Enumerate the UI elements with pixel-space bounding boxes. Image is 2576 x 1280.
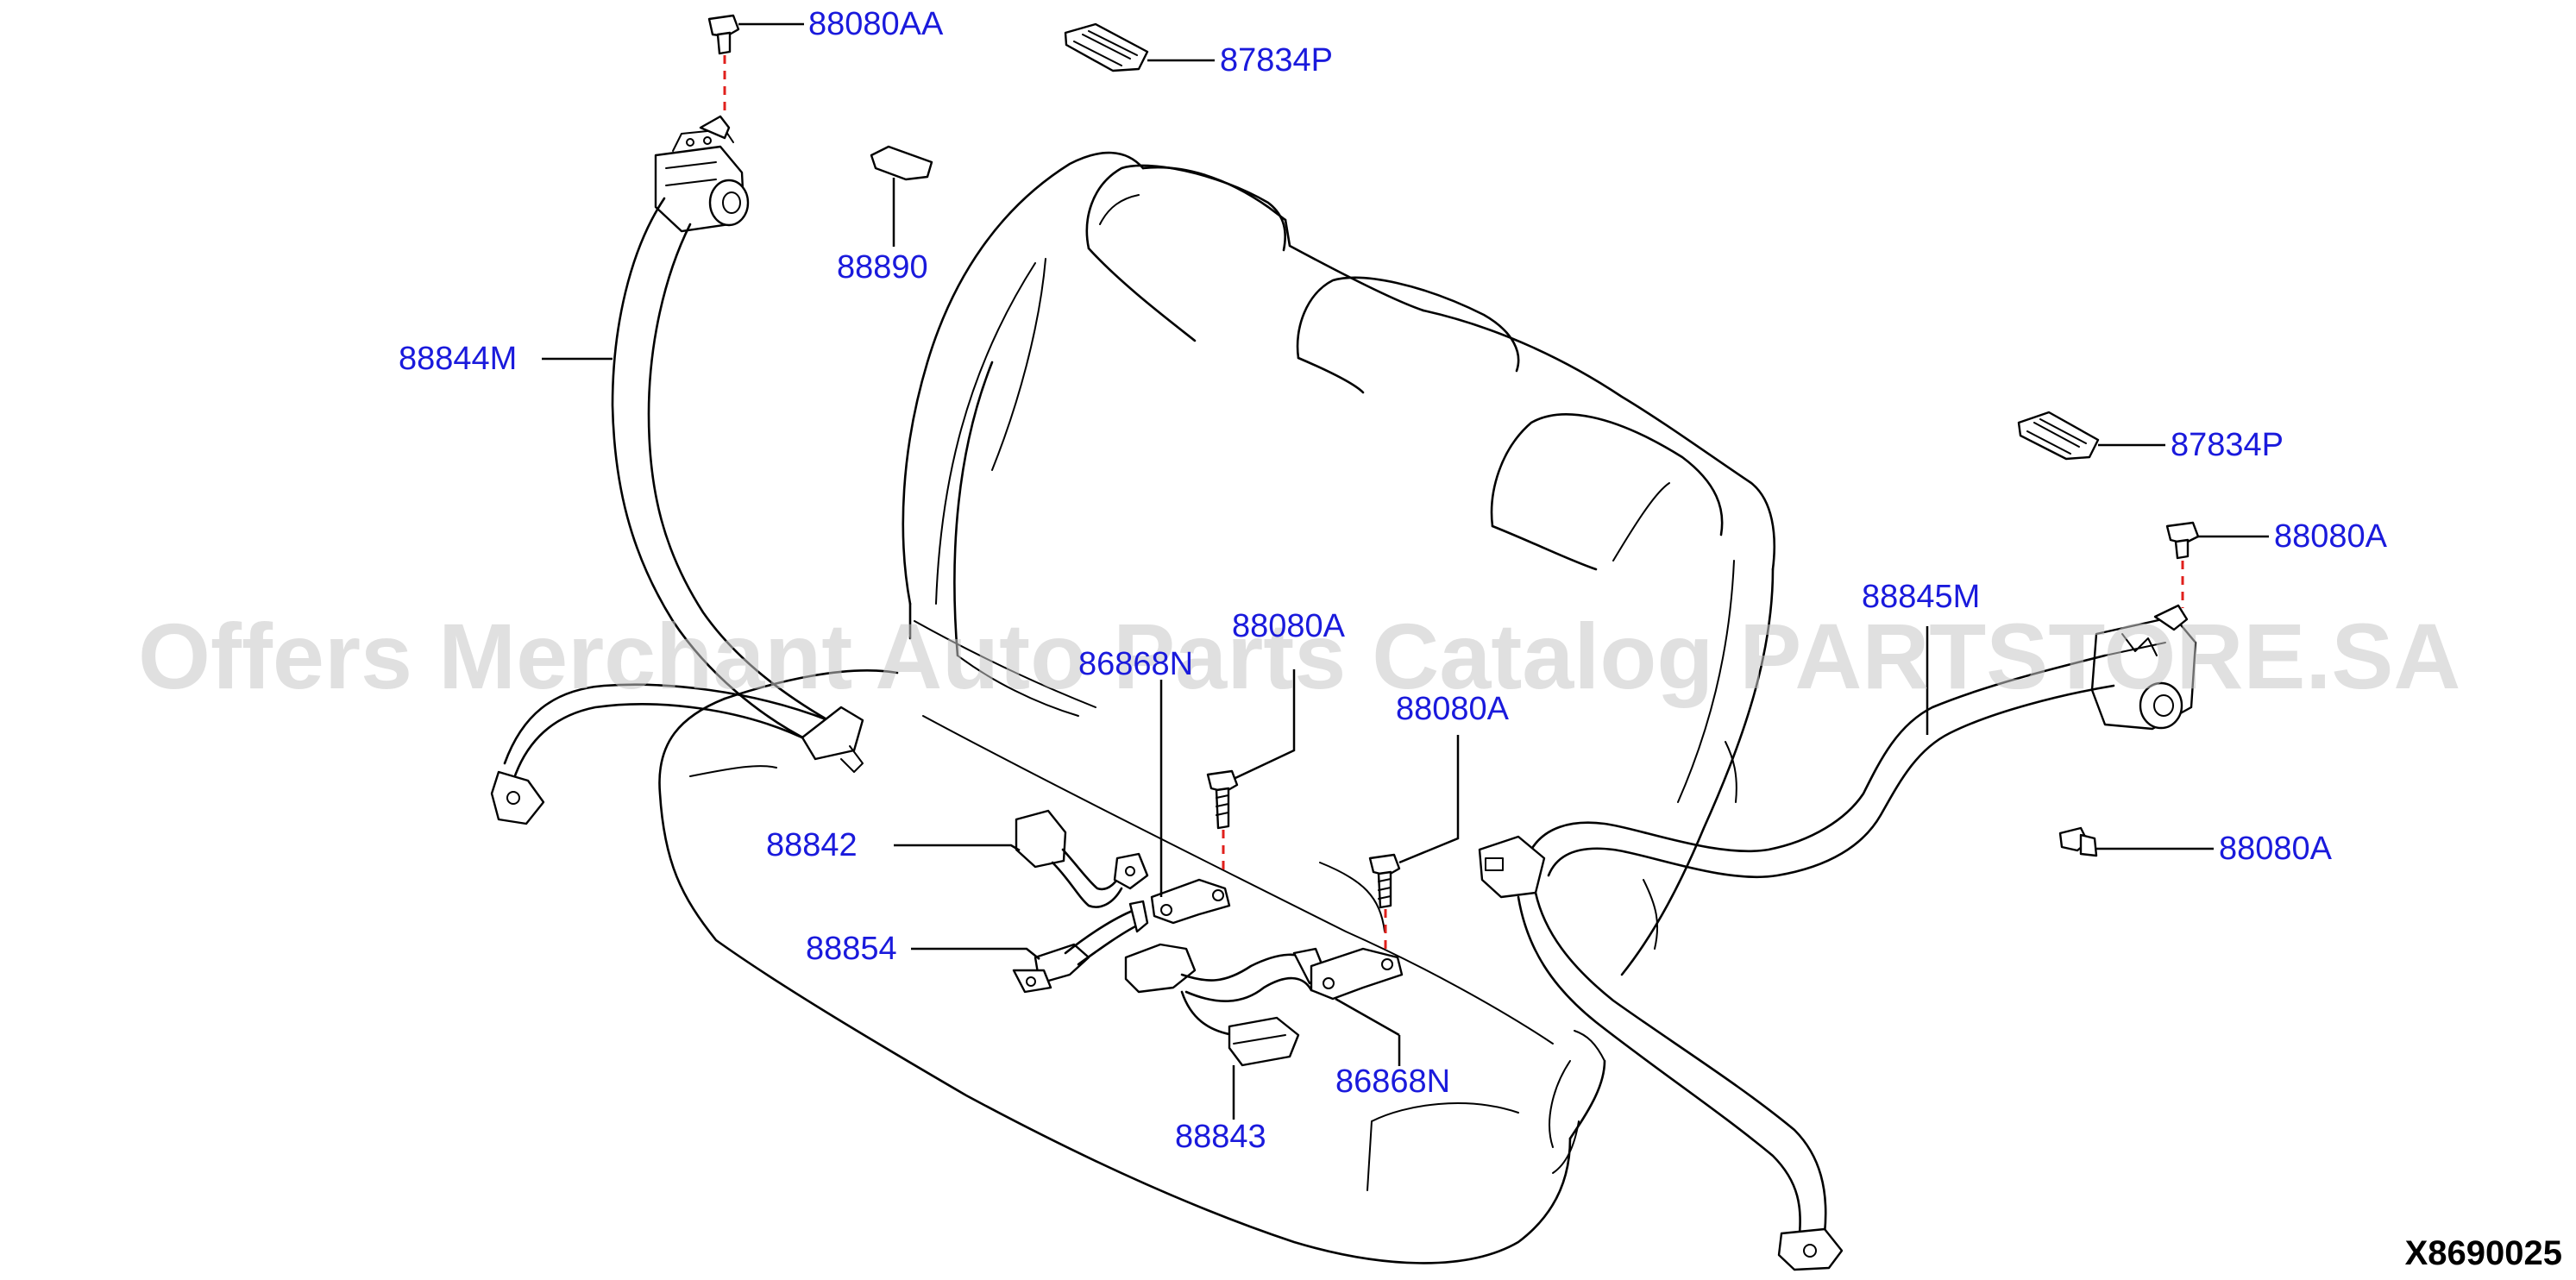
watermark-text: Offers Merchant Auto Parts Catalog PARTS…	[138, 604, 2460, 708]
part-label-87834p-right[interactable]: 87834P	[2171, 427, 2284, 463]
part-label-88854[interactable]: 88854	[806, 931, 897, 967]
part-labels: 88080AA 87834P 88890 88844M 87834P 88080…	[399, 6, 2388, 1155]
part-label-88080a-right[interactable]: 88080A	[2219, 831, 2333, 867]
bolt-88080a-top-right	[2165, 521, 2200, 608]
part-label-88842[interactable]: 88842	[766, 827, 858, 863]
bolt-88080aa	[707, 14, 740, 112]
clip-87834p-top	[1064, 22, 1149, 72]
buckle-88854	[1012, 900, 1149, 994]
trim-88890	[870, 145, 933, 181]
part-label-86868n-upper[interactable]: 86868N	[1078, 646, 1193, 682]
bracket-86868n-lower	[1310, 947, 1404, 1001]
seat-cushion-outline	[658, 669, 1606, 1264]
part-label-88843[interactable]: 88843	[1175, 1119, 1266, 1155]
part-label-88844m[interactable]: 88844M	[399, 341, 517, 377]
part-label-88080aa[interactable]: 88080AA	[808, 6, 944, 42]
bracket-86868n-upper	[1150, 878, 1231, 925]
part-label-86868n-lower[interactable]: 86868N	[1335, 1064, 1450, 1100]
bolt-88080a-right	[2058, 826, 2098, 857]
part-label-88080a-center-right[interactable]: 88080A	[1396, 691, 1510, 727]
bolt-88080a-center-left	[1206, 769, 1239, 871]
left-seat-belt-assembly	[490, 115, 864, 825]
part-label-88080a-center-left[interactable]: 88080A	[1232, 608, 1346, 644]
buckle-88842	[1015, 809, 1149, 908]
part-label-88890[interactable]: 88890	[837, 249, 928, 285]
diagram-code: X8690025	[2405, 1234, 2562, 1272]
part-label-87834p-top[interactable]: 87834P	[1220, 42, 1333, 78]
bolt-88080a-center-right	[1368, 853, 1401, 949]
leader-lines	[542, 22, 2269, 1120]
right-seat-belt-assembly	[1478, 604, 2197, 1271]
seat-back-outline	[902, 151, 1775, 976]
part-label-88845m[interactable]: 88845M	[1862, 579, 1980, 615]
buckle-88843	[1124, 943, 1326, 1067]
part-label-88080a-top-right[interactable]: 88080A	[2274, 518, 2388, 555]
clip-87834p-right	[2017, 411, 2100, 461]
